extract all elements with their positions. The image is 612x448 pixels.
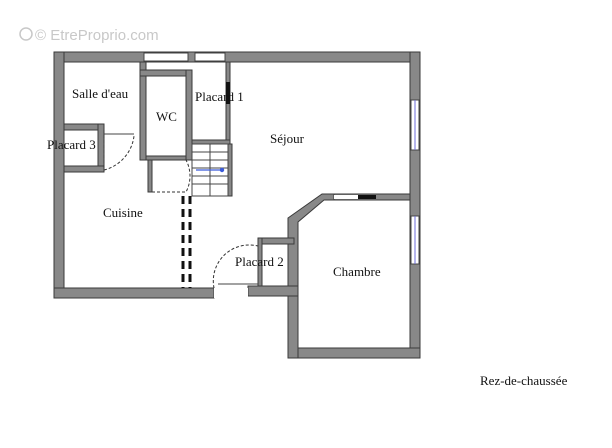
staircase <box>191 143 229 197</box>
watermark: © EtreProprio.com <box>19 27 159 44</box>
room-label-cuisine: Cuisine <box>103 205 143 220</box>
room-label-wc: WC <box>156 109 177 124</box>
floor-name-label: Rez-de-chaussée <box>480 373 568 388</box>
windows <box>143 52 420 298</box>
outer-walls <box>53 51 421 359</box>
room-label-placard-3: Placard 3 <box>47 137 96 152</box>
room-label-placard-2: Placard 2 <box>235 254 284 269</box>
interior-walls <box>63 61 411 287</box>
room-label-placard-1: Placard 1 <box>195 89 244 104</box>
door-swings <box>103 130 259 289</box>
room-label-chambre: Chambre <box>333 264 381 279</box>
room-label-salle-d-eau: Salle d'eau <box>72 86 129 101</box>
watermark-text: © EtreProprio.com <box>35 27 159 44</box>
room-label-sejour: Séjour <box>270 131 305 146</box>
kitchen-divider <box>181 196 192 288</box>
